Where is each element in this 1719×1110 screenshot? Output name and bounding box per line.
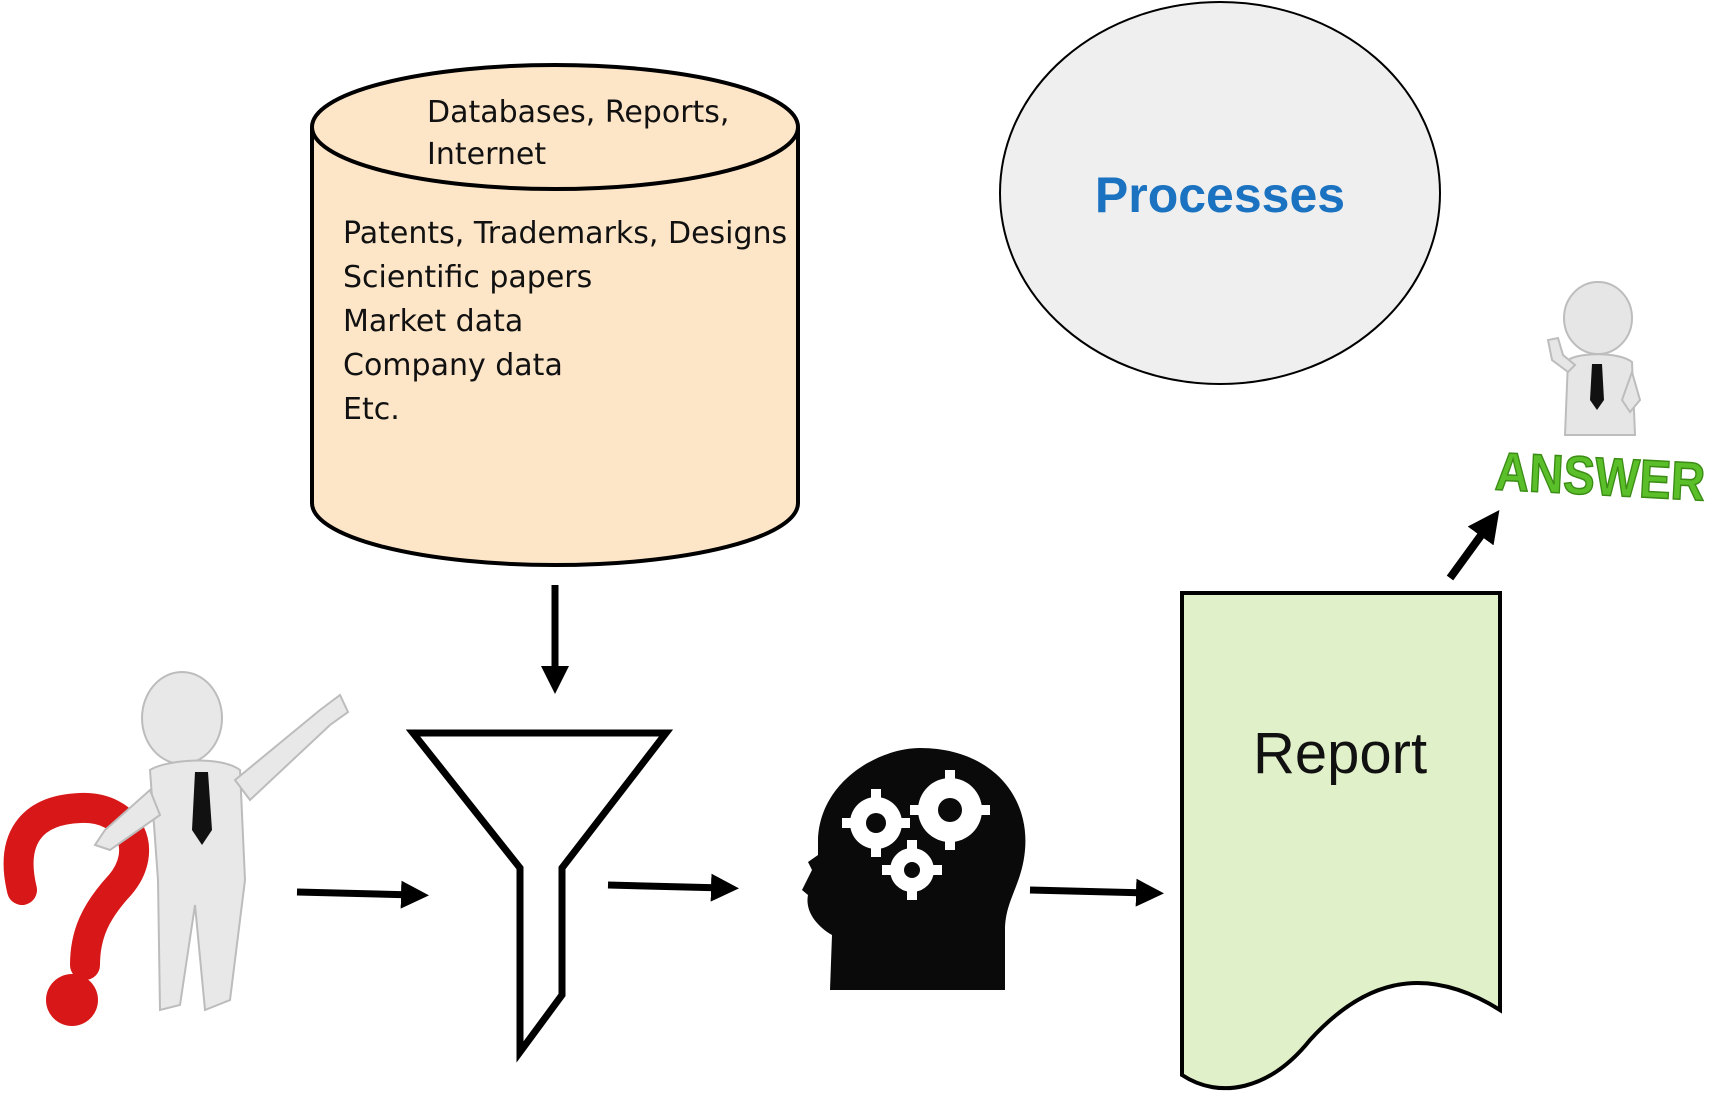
report-label: Report — [1253, 721, 1427, 786]
database-item-patents: Patents, Trademarks, Designs — [343, 216, 787, 251]
database-item-market: Market data — [343, 304, 523, 339]
database-item-company: Company data — [343, 348, 563, 383]
processes-label: Processes — [1095, 167, 1345, 223]
funnel-icon — [405, 729, 674, 1063]
arrow-report-to-answer — [1446, 510, 1500, 581]
database-item-papers: Scientific papers — [343, 260, 592, 295]
arrow-funnel-to-brain — [607, 873, 739, 902]
database-top-line-1: Databases, Reports, — [427, 95, 729, 130]
database-top-line-2: Internet — [427, 137, 546, 172]
question-person-icon — [3, 671, 350, 1026]
arrow-question-to-funnel — [296, 880, 429, 909]
report-document: Report — [1180, 591, 1502, 1091]
processes-circle: Processes — [999, 1, 1441, 385]
database-item-etc: Etc. — [343, 392, 400, 427]
answer-label: ANSWER — [1494, 442, 1707, 513]
database-cylinder: Databases, Reports, Internet Patents, Tr… — [310, 63, 800, 567]
brain-gears-icon — [802, 748, 1026, 990]
answer-person-icon: ANSWER ANSWER — [1493, 281, 1707, 513]
answer-label-shadow: ANSWER — [1494, 442, 1707, 513]
arrow-brain-to-report — [1029, 878, 1164, 907]
